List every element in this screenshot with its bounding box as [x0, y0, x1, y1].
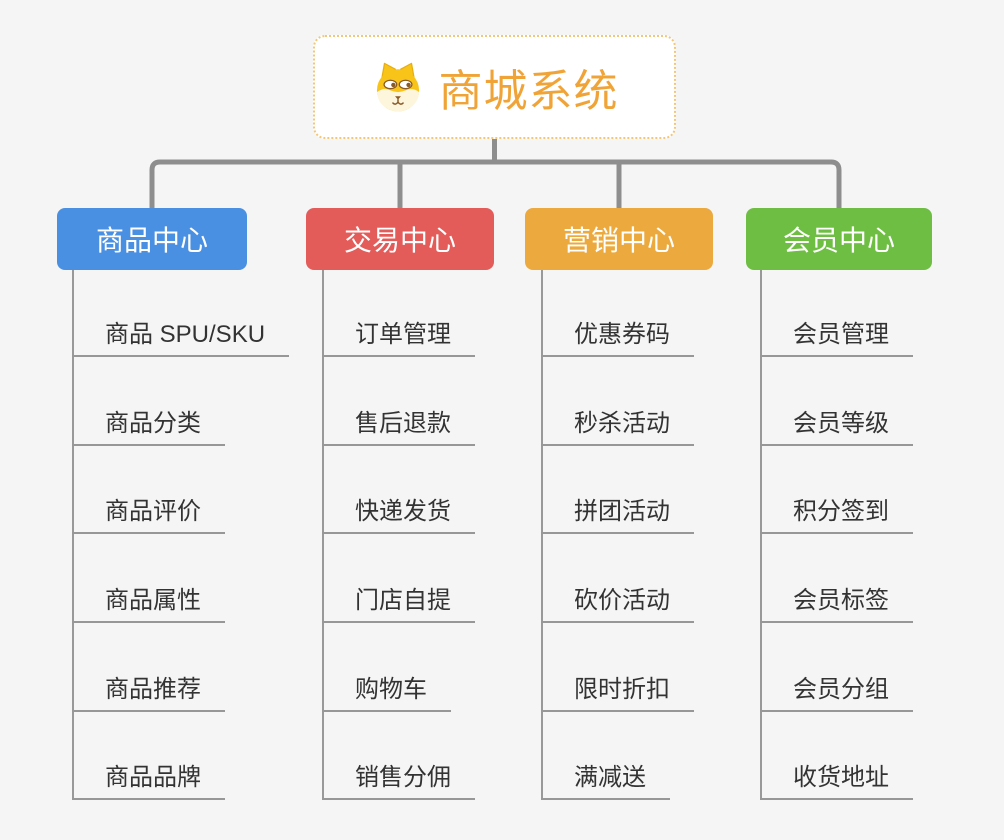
- leaf-node[interactable]: 秒杀活动: [541, 408, 694, 446]
- leaf-node[interactable]: 商品评价: [72, 496, 225, 534]
- leaf-node[interactable]: 快递发货: [322, 496, 475, 534]
- branch-node-trade-center[interactable]: 交易中心: [306, 208, 494, 270]
- leaf-node[interactable]: 会员管理: [760, 319, 913, 357]
- leaf-node[interactable]: 商品分类: [72, 408, 225, 446]
- leaf-node[interactable]: 砍价活动: [541, 585, 694, 623]
- leaf-node[interactable]: 售后退款: [322, 408, 475, 446]
- leaf-node[interactable]: 商品属性: [72, 585, 225, 623]
- leaf-node[interactable]: 满减送: [541, 762, 670, 800]
- branch-node-goods-center[interactable]: 商品中心: [57, 208, 247, 270]
- leaf-node[interactable]: 购物车: [322, 674, 451, 712]
- connector-bar: [149, 159, 842, 210]
- leaf-node[interactable]: 商品 SPU/SKU: [72, 319, 290, 357]
- leaf-node[interactable]: 收货地址: [760, 762, 913, 800]
- branch-node-marketing-center[interactable]: 营销中心: [525, 208, 713, 270]
- leaf-node[interactable]: 积分签到: [760, 496, 913, 534]
- leaf-node[interactable]: 优惠券码: [541, 319, 694, 357]
- root-title: 商城系统: [438, 67, 619, 116]
- leaf-node[interactable]: 门店自提: [322, 585, 475, 623]
- leaf-node[interactable]: 拼团活动: [541, 496, 694, 534]
- shiba-dog-icon: [376, 62, 419, 112]
- branch-node-member-center[interactable]: 会员中心: [746, 208, 932, 270]
- leaf-node[interactable]: 会员标签: [760, 585, 913, 623]
- root-node[interactable]: 商城系统: [313, 35, 676, 139]
- leaf-node[interactable]: 商品品牌: [72, 762, 225, 800]
- branch-column-member: 会员管理 会员等级 积分签到 会员标签 会员分组 收货地址: [760, 270, 913, 800]
- leaf-node[interactable]: 会员分组: [760, 674, 913, 712]
- branch-column-goods: 商品 SPU/SKU 商品分类 商品评价 商品属性 商品推荐 商品品牌: [72, 270, 290, 800]
- leaf-node[interactable]: 销售分佣: [322, 762, 475, 800]
- leaf-node[interactable]: 商品推荐: [72, 674, 225, 712]
- leaf-node[interactable]: 限时折扣: [541, 674, 694, 712]
- leaf-node[interactable]: 会员等级: [760, 408, 913, 446]
- branch-column-marketing: 优惠券码 秒杀活动 拼团活动 砍价活动 限时折扣 满减送: [541, 270, 694, 800]
- branch-column-trade: 订单管理 售后退款 快递发货 门店自提 购物车 销售分佣: [322, 270, 475, 800]
- leaf-node[interactable]: 订单管理: [322, 319, 475, 357]
